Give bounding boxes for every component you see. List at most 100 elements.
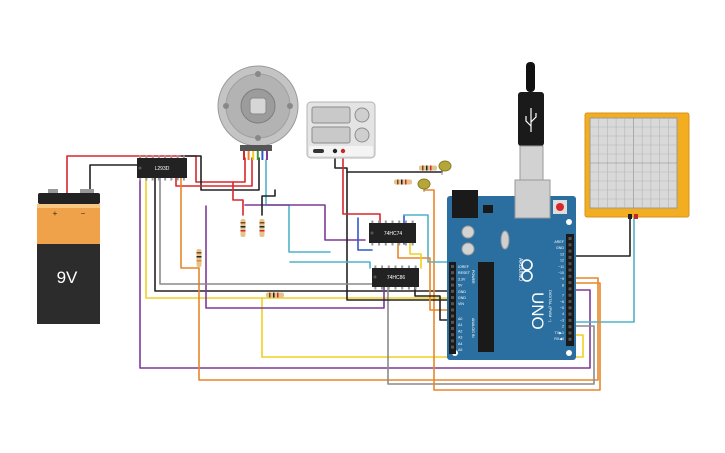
header-hole[interactable] (568, 262, 572, 266)
header-hole[interactable] (451, 283, 454, 287)
chip-pin[interactable] (176, 155, 179, 159)
wire-driver-motor-red[interactable] (175, 157, 253, 187)
chip-pin[interactable] (164, 155, 167, 159)
wire-blue-left[interactable] (357, 217, 373, 251)
header-hole[interactable] (451, 345, 454, 349)
chip-pin[interactable] (398, 242, 401, 246)
chip-pin[interactable] (176, 177, 179, 181)
wire-orange-driver[interactable] (180, 177, 200, 269)
header-hole[interactable] (451, 289, 454, 293)
header-hole[interactable] (568, 243, 572, 247)
usb-cable[interactable] (518, 62, 544, 181)
header-hole[interactable] (451, 339, 454, 343)
supply-current-knob[interactable] (354, 127, 370, 143)
wire-teal-motor[interactable] (265, 159, 331, 253)
wire-battery-negative[interactable] (89, 164, 138, 197)
supply-terminal-negative[interactable] (332, 148, 338, 154)
chip-pin[interactable] (157, 177, 160, 181)
wire-orange-led[interactable] (423, 189, 601, 391)
header-hole[interactable] (568, 325, 572, 329)
header-hole[interactable] (568, 331, 572, 335)
wire-orange-flipflop[interactable] (397, 242, 448, 311)
dc-motor[interactable] (217, 65, 299, 160)
scope-probe-positive[interactable] (634, 214, 638, 219)
chip-pin[interactable] (371, 220, 374, 224)
power-supply[interactable] (306, 101, 376, 159)
wire-supply-red[interactable] (342, 151, 381, 224)
chip-pin[interactable] (157, 155, 160, 159)
scope-probe-negative[interactable] (628, 214, 632, 219)
wire-orange-long[interactable] (198, 267, 599, 381)
chip-pin[interactable] (384, 242, 387, 246)
flipflop-chip[interactable]: 74HC74 (369, 220, 416, 246)
power-jack[interactable] (452, 190, 478, 218)
header-hole[interactable] (568, 255, 572, 259)
wire-red-resistor[interactable] (232, 181, 244, 216)
header-hole[interactable] (451, 296, 454, 299)
header-hole[interactable] (568, 337, 572, 341)
chip-pin[interactable] (182, 177, 185, 181)
wire-teal-scope[interactable] (574, 217, 635, 323)
resistor[interactable] (259, 219, 265, 237)
chip-pin[interactable] (170, 155, 173, 159)
header-hole[interactable] (451, 327, 454, 330)
chip-pin[interactable] (394, 265, 397, 269)
xor-gate-chip[interactable]: 74HC86 (372, 265, 419, 290)
chip-pin[interactable] (139, 177, 142, 181)
chip-pin[interactable] (387, 286, 390, 290)
wire-gray-gate[interactable] (159, 177, 373, 285)
chip-pin[interactable] (145, 155, 148, 159)
chip-pin[interactable] (151, 177, 154, 181)
header-hole[interactable] (451, 314, 454, 318)
battery-terminal-positive[interactable] (48, 189, 58, 194)
wire-yellow-flipflop[interactable] (409, 242, 422, 269)
power-analog-header[interactable] (449, 262, 456, 354)
supply-power-switch[interactable] (313, 149, 324, 153)
chip-pin[interactable] (404, 220, 407, 224)
chip-pin[interactable] (391, 242, 394, 246)
header-hole[interactable] (568, 287, 572, 291)
wire-gray-long[interactable] (387, 285, 595, 385)
reset-button[interactable] (556, 203, 564, 211)
wire-purple-long[interactable] (139, 179, 591, 369)
resistor[interactable] (419, 165, 437, 171)
wire-teal-gate[interactable] (289, 261, 371, 269)
header-hole[interactable] (568, 306, 572, 310)
chip-pin[interactable] (414, 265, 417, 269)
motor-driver-chip[interactable]: L293D (137, 155, 187, 181)
chip-pin[interactable] (394, 286, 397, 290)
resistor[interactable] (196, 249, 202, 267)
wire-purple-gate[interactable] (205, 205, 385, 309)
wire-yellow-long[interactable] (261, 297, 584, 358)
wire-supply-black[interactable] (334, 151, 448, 301)
header-hole[interactable] (451, 271, 454, 275)
chip-pin[interactable] (378, 220, 381, 224)
chip-pin[interactable] (404, 242, 407, 246)
wire-driver-motor-black[interactable] (181, 155, 260, 191)
chip-pin[interactable] (145, 177, 148, 181)
battery-terminal-negative[interactable] (80, 189, 94, 194)
header-hole[interactable] (568, 281, 572, 285)
chip-pin[interactable] (182, 155, 185, 159)
chip-pin[interactable] (371, 242, 374, 246)
led[interactable] (438, 160, 452, 175)
wire-purple-flipflop[interactable] (244, 204, 366, 241)
chip-pin[interactable] (411, 242, 414, 246)
header-hole[interactable] (451, 333, 454, 337)
supply-terminal-positive[interactable] (340, 148, 346, 154)
header-hole[interactable] (568, 249, 572, 253)
header-hole[interactable] (568, 312, 572, 316)
wire-black-resistor[interactable] (261, 189, 276, 216)
chip-pin[interactable] (164, 177, 167, 181)
supply-voltage-knob[interactable] (354, 107, 370, 123)
wire-black-gate[interactable] (414, 286, 448, 321)
chip-pin[interactable] (407, 286, 410, 290)
chip-pin[interactable] (378, 242, 381, 246)
resistor[interactable] (394, 179, 412, 185)
resistor[interactable] (266, 292, 284, 298)
chip-pin[interactable] (374, 265, 377, 269)
chip-pin[interactable] (151, 155, 154, 159)
header-hole[interactable] (451, 277, 454, 281)
resistor[interactable] (240, 219, 246, 237)
